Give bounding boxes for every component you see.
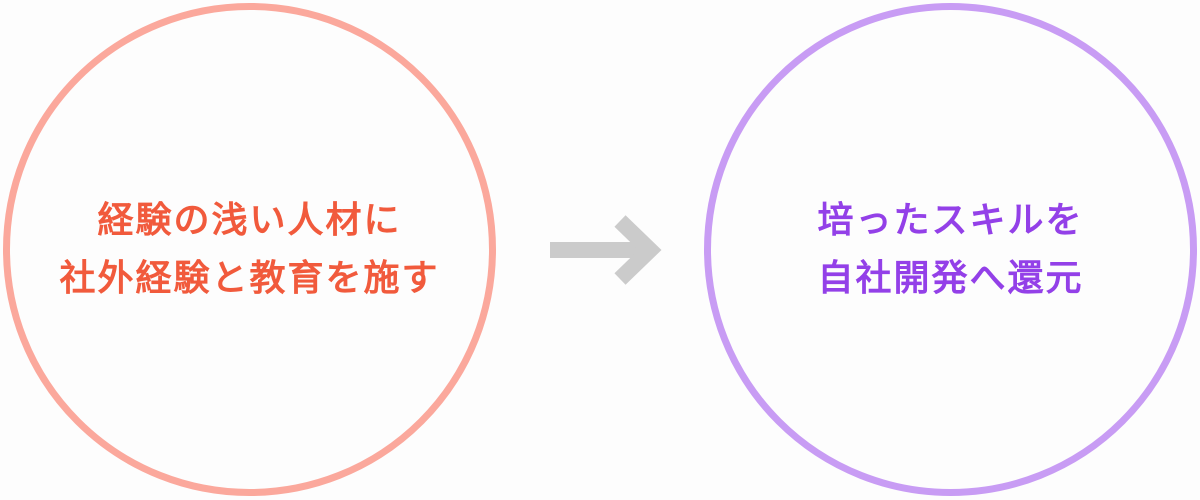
left-text-line-1: 経験の浅い人材に <box>97 199 402 241</box>
left-text-line-2: 社外経験と教育を施す <box>59 257 440 299</box>
arrow-right-icon <box>550 215 662 285</box>
arrow-head <box>614 215 662 285</box>
right-text-line-1: 培ったスキルを <box>817 199 1084 241</box>
left-circle-text: 経験の浅い人材に 社外経験と教育を施す <box>59 192 439 308</box>
left-circle: 経験の浅い人材に 社外経験と教育を施す <box>3 3 496 496</box>
right-circle: 培ったスキルを 自社開発へ還元 <box>704 3 1197 496</box>
right-text-line-2: 自社開発へ還元 <box>817 257 1084 299</box>
right-circle-text: 培ったスキルを 自社開発へ還元 <box>817 192 1083 308</box>
